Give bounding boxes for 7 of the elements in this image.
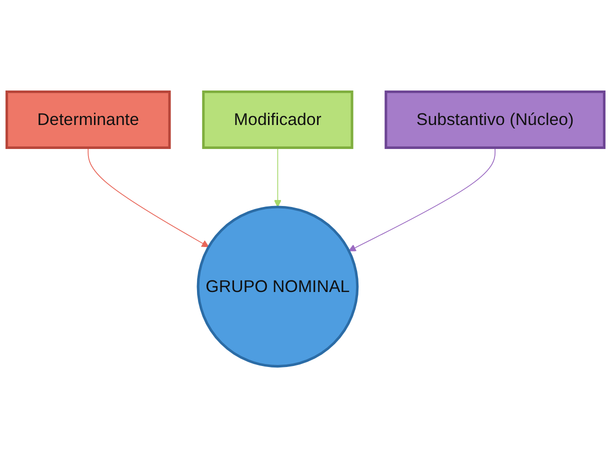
arrow	[88, 148, 210, 248]
arrow	[348, 148, 496, 252]
node-circle: GRUPO NOMINAL	[196, 206, 359, 368]
arrow	[274, 148, 282, 208]
node-box: Substantivo (Núcleo)	[384, 90, 606, 150]
node-box: Determinante	[6, 90, 171, 150]
node-box: Modificador	[202, 90, 354, 150]
